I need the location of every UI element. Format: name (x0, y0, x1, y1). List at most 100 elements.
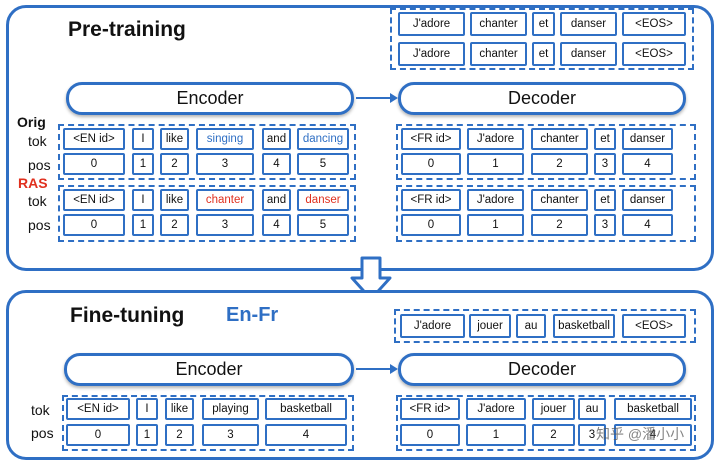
position-cell: 1 (132, 153, 154, 175)
output-token: J'adore (400, 314, 465, 338)
position-cell: 0 (401, 214, 461, 236)
token-cell: like (160, 189, 189, 211)
position-cell: 1 (136, 424, 158, 446)
position-cell: 3 (594, 214, 616, 236)
token-cell: danser (622, 189, 673, 211)
position-cell: 1 (466, 424, 526, 446)
position-cell: 0 (63, 153, 125, 175)
token-cell: et (594, 128, 616, 150)
token-cell: playing (202, 398, 259, 420)
position-cell: 2 (160, 214, 189, 236)
finetuning-output-group (394, 309, 696, 343)
orig-tok-label: tok (28, 133, 47, 149)
position-cell: 0 (400, 424, 460, 446)
token-cell: chanter (531, 128, 588, 150)
ras-encoder-group (58, 185, 356, 242)
token-cell: dancing (297, 128, 349, 150)
output-token: J'adore (398, 42, 465, 66)
token-cell: singing (196, 128, 254, 150)
output-token: J'adore (398, 12, 465, 36)
ft-encoder-to-decoder-arrow (356, 364, 398, 374)
down-arrow (350, 256, 392, 301)
token-cell: <FR id> (401, 189, 461, 211)
token-cell: <EN id> (63, 189, 125, 211)
token-cell: I (132, 189, 154, 211)
token-cell: J'adore (467, 189, 524, 211)
position-cell: 2 (531, 214, 588, 236)
orig-decoder-group (396, 124, 696, 180)
position-cell: 2 (165, 424, 194, 446)
pretraining-decoder: Decoder (398, 82, 686, 115)
position-cell: 1 (132, 214, 154, 236)
output-token: danser (560, 12, 617, 36)
token-cell: basketball (265, 398, 347, 420)
ft-tok-label: tok (31, 402, 50, 418)
token-cell: <EN id> (63, 128, 125, 150)
position-cell: 4 (614, 424, 692, 446)
token-cell: danser (622, 128, 673, 150)
finetuning-decoder: Decoder (398, 353, 686, 386)
finetuning-title: Fine-tuning (70, 304, 185, 327)
output-token: au (516, 314, 546, 338)
encoder-to-decoder-arrow (356, 93, 398, 103)
position-cell: 0 (63, 214, 125, 236)
token-cell: chanter (196, 189, 254, 211)
position-cell: 5 (297, 153, 349, 175)
token-cell: et (594, 189, 616, 211)
position-cell: 0 (401, 153, 461, 175)
ras-pos-label: pos (28, 217, 51, 233)
position-cell: 3 (202, 424, 259, 446)
position-cell: 4 (622, 153, 673, 175)
orig-encoder-group (58, 124, 356, 180)
position-cell: 4 (622, 214, 673, 236)
token-cell: J'adore (467, 128, 524, 150)
position-cell: 4 (265, 424, 347, 446)
ft-pos-label: pos (31, 425, 54, 441)
output-token: <EOS> (622, 12, 686, 36)
output-token: et (532, 12, 555, 36)
output-token: chanter (470, 42, 527, 66)
token-cell: and (262, 128, 291, 150)
position-cell: 3 (196, 214, 254, 236)
ras-tok-label: tok (28, 193, 47, 209)
output-token: <EOS> (622, 42, 686, 66)
output-token: basketball (553, 314, 615, 338)
token-cell: I (132, 128, 154, 150)
ras-decoder-group (396, 185, 696, 242)
pretraining-encoder: Encoder (66, 82, 354, 115)
token-cell: like (165, 398, 194, 420)
output-token: chanter (470, 12, 527, 36)
token-cell: chanter (531, 189, 588, 211)
token-cell: J'adore (466, 398, 526, 420)
output-token: jouer (469, 314, 511, 338)
position-cell: 1 (467, 153, 524, 175)
token-cell: <FR id> (400, 398, 460, 420)
position-cell: 4 (262, 153, 291, 175)
position-cell: 5 (297, 214, 349, 236)
ft-encoder-group (62, 395, 354, 451)
output-token: et (532, 42, 555, 66)
position-cell: 2 (160, 153, 189, 175)
token-cell: <EN id> (66, 398, 130, 420)
token-cell: au (578, 398, 606, 420)
position-cell: 4 (262, 214, 291, 236)
ft-decoder-group (396, 395, 696, 451)
token-cell: basketball (614, 398, 692, 420)
pretraining-output-group (390, 8, 694, 70)
output-token: danser (560, 42, 617, 66)
orig-label: Orig (17, 114, 46, 130)
position-cell: 2 (532, 424, 575, 446)
finetuning-encoder: Encoder (64, 353, 354, 386)
pretraining-title: Pre-training (68, 18, 186, 41)
token-cell: and (262, 189, 291, 211)
position-cell: 1 (467, 214, 524, 236)
position-cell: 3 (196, 153, 254, 175)
position-cell: 2 (531, 153, 588, 175)
position-cell: 3 (594, 153, 616, 175)
token-cell: like (160, 128, 189, 150)
output-token: <EOS> (622, 314, 686, 338)
orig-pos-label: pos (28, 157, 51, 173)
token-cell: danser (297, 189, 349, 211)
token-cell: <FR id> (401, 128, 461, 150)
position-cell: 3 (578, 424, 606, 446)
